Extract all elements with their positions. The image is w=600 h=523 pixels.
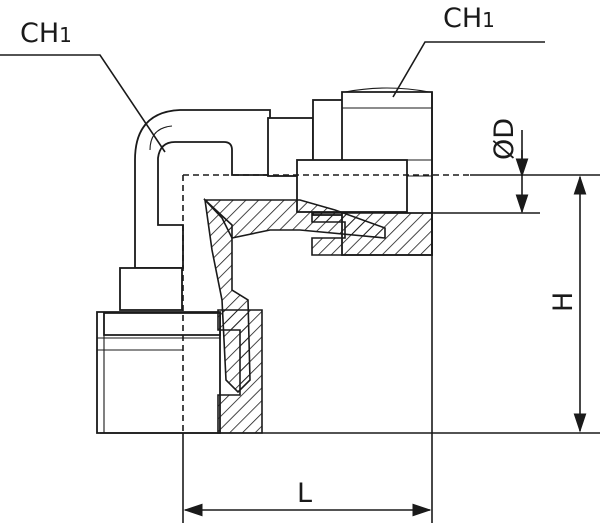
inner-bore-outline: [182, 174, 470, 433]
elbow-edge-line: [149, 125, 173, 151]
bottom-spigot: [119, 267, 183, 311]
diameter-label: ØD: [489, 118, 520, 160]
right-ch1-subscript: 1: [482, 8, 495, 32]
bottom-tube-section: [203, 197, 251, 394]
height-label: H: [548, 292, 579, 312]
right-ch1-label: CH1: [443, 3, 495, 34]
left-ch1-label: CH1: [20, 18, 72, 49]
right-ch1-main: CH: [443, 3, 482, 34]
left-ch1-main: CH: [20, 18, 59, 49]
left-ch1-subscript: 1: [59, 23, 72, 47]
length-label: L: [297, 478, 312, 509]
right-ch1-leader: [392, 41, 545, 98]
left-ch1-leader: [0, 54, 166, 153]
bottom-ferrule: [103, 312, 221, 336]
right-ferrule: [296, 159, 408, 213]
